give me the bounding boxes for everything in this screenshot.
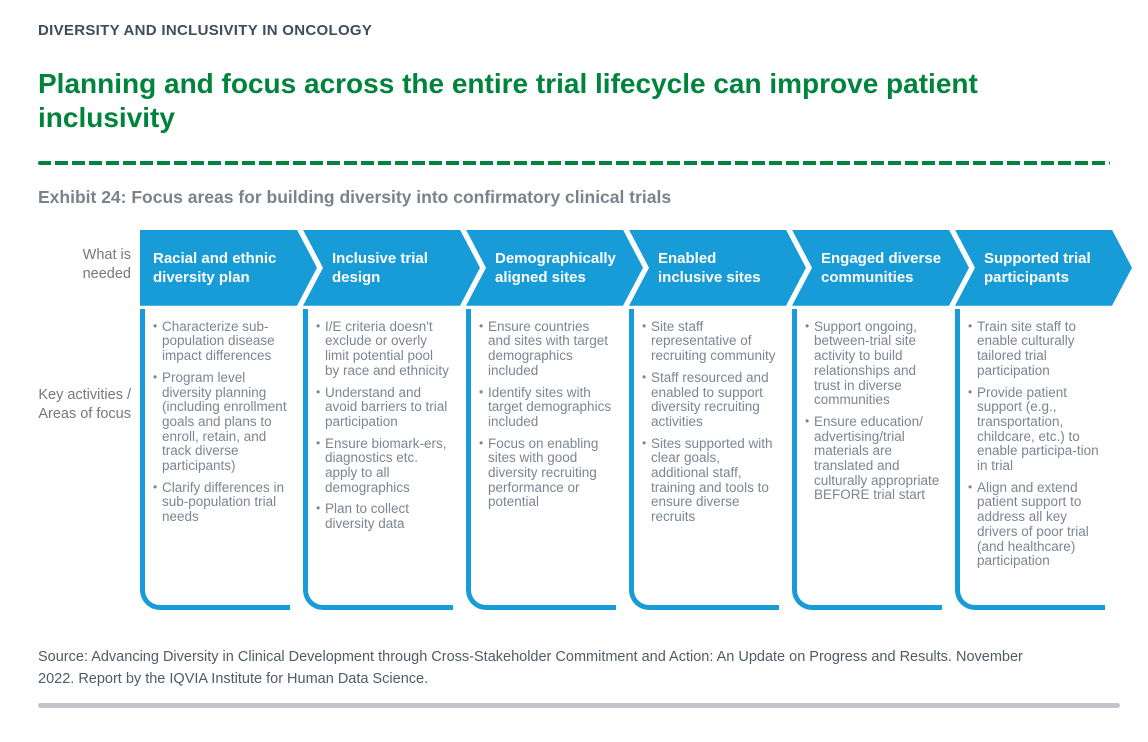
bullet-item: Plan to collect diversity data [315, 502, 451, 532]
bullet-list: Support ongoing, between-trial site acti… [804, 319, 940, 503]
bullet-item: Sites supported with clear goals, additi… [641, 436, 777, 525]
bullet-item: Program level diversity planning (includ… [152, 370, 288, 474]
page-title: Planning and focus across the entire tri… [38, 68, 978, 133]
activities-box-1: Characterize sub-population disease impa… [140, 308, 290, 610]
bullet-list: Ensure countries and sites with target d… [478, 319, 614, 511]
process-column-6: Supported trial participants Train site … [955, 230, 1118, 610]
process-arrow-1: Racial and ethnic diversity plan [140, 230, 317, 306]
green-dashed-divider [38, 160, 1110, 165]
activities-box-6: Train site staff to enable culturally ta… [955, 308, 1105, 610]
bullet-item: Characterize sub-population disease impa… [152, 319, 288, 364]
process-columns: Racial and ethnic diversity plan Charact… [140, 230, 1118, 610]
process-arrow-label: Enabled inclusive sites [658, 249, 761, 286]
bullet-item: Site staff representative of recruiting … [641, 319, 777, 364]
bottom-divider [38, 702, 1120, 708]
bullet-item: Support ongoing, between-trial site acti… [804, 319, 940, 408]
row-label-column: What is needed Key activities / Areas of… [38, 230, 140, 610]
process-arrow-label: Inclusive trial design [332, 249, 428, 286]
activities-box-3: Ensure countries and sites with target d… [466, 308, 616, 610]
process-column-3: Demographically aligned sites Ensure cou… [466, 230, 629, 610]
bullet-item: Provide patient support (e.g., transport… [967, 385, 1103, 474]
lifecycle-diagram: What is needed Key activities / Areas of… [38, 230, 1120, 610]
process-arrow-label: Supported trial participants [984, 249, 1091, 286]
source-line-1: Source: Advancing Diversity in Clinical … [38, 648, 1023, 665]
eyebrow-heading: DIVERSITY AND INCLUSIVITY IN ONCOLOGY [38, 22, 373, 39]
row-label-what-is-needed: What is needed [82, 246, 131, 282]
bullet-item: Train site staff to enable culturally ta… [967, 319, 1103, 379]
process-arrow-5: Engaged diverse communities [792, 230, 969, 306]
bullet-item: Identify sites with target demographics … [478, 385, 614, 430]
process-arrow-6: Supported trial participants [955, 230, 1132, 306]
process-column-1: Racial and ethnic diversity plan Charact… [140, 230, 303, 610]
process-arrow-4: Enabled inclusive sites [629, 230, 806, 306]
process-column-2: Inclusive trial design I/E criteria does… [303, 230, 466, 610]
bullet-list: Site staff representative of recruiting … [641, 319, 777, 525]
bullet-item: Clarify differences in sub-population tr… [152, 480, 288, 525]
bullet-item: I/E criteria doesn't exclude or overly l… [315, 319, 451, 379]
source-line-2: 2022. Report by the IQVIA Institute for … [38, 670, 429, 687]
process-arrow-2: Inclusive trial design [303, 230, 480, 306]
process-arrow-label: Racial and ethnic diversity plan [153, 249, 277, 286]
bullet-item: Understand and avoid barriers to trial p… [315, 385, 451, 430]
activities-box-4: Site staff representative of recruiting … [629, 308, 779, 610]
process-arrow-label: Demographically aligned sites [495, 249, 616, 286]
source-note: Source: Advancing Diversity in Clinical … [38, 646, 1120, 690]
exhibit-caption: Exhibit 24: Focus areas for building div… [38, 186, 672, 207]
bullet-item: Ensure biomark-ers, diagnostics etc. app… [315, 436, 451, 496]
process-column-4: Enabled inclusive sites Site staff repre… [629, 230, 792, 610]
process-arrow-label: Engaged diverse communities [821, 249, 942, 286]
row-label-key-activities: Key activities / Areas of focus [38, 387, 131, 423]
report-page: DIVERSITY AND INCLUSIVITY IN ONCOLOGY Pl… [0, 0, 1148, 708]
bullet-list: Characterize sub-population disease impa… [152, 319, 288, 525]
bullet-list: I/E criteria doesn't exclude or overly l… [315, 319, 451, 532]
activities-box-2: I/E criteria doesn't exclude or overly l… [303, 308, 453, 610]
activities-box-5: Support ongoing, between-trial site acti… [792, 308, 942, 610]
process-arrow-3: Demographically aligned sites [466, 230, 643, 306]
bullet-item: Ensure countries and sites with target d… [478, 319, 614, 379]
bullet-item: Align and extend patient support to addr… [967, 480, 1103, 569]
process-column-5: Engaged diverse communities Support ongo… [792, 230, 955, 610]
bullet-item: Focus on enabling sites with good divers… [478, 436, 614, 511]
bullet-item: Staff resourced and enabled to support d… [641, 370, 777, 430]
bullet-item: Ensure education/ advertising/trial mate… [804, 414, 940, 503]
bullet-list: Train site staff to enable culturally ta… [967, 319, 1103, 569]
